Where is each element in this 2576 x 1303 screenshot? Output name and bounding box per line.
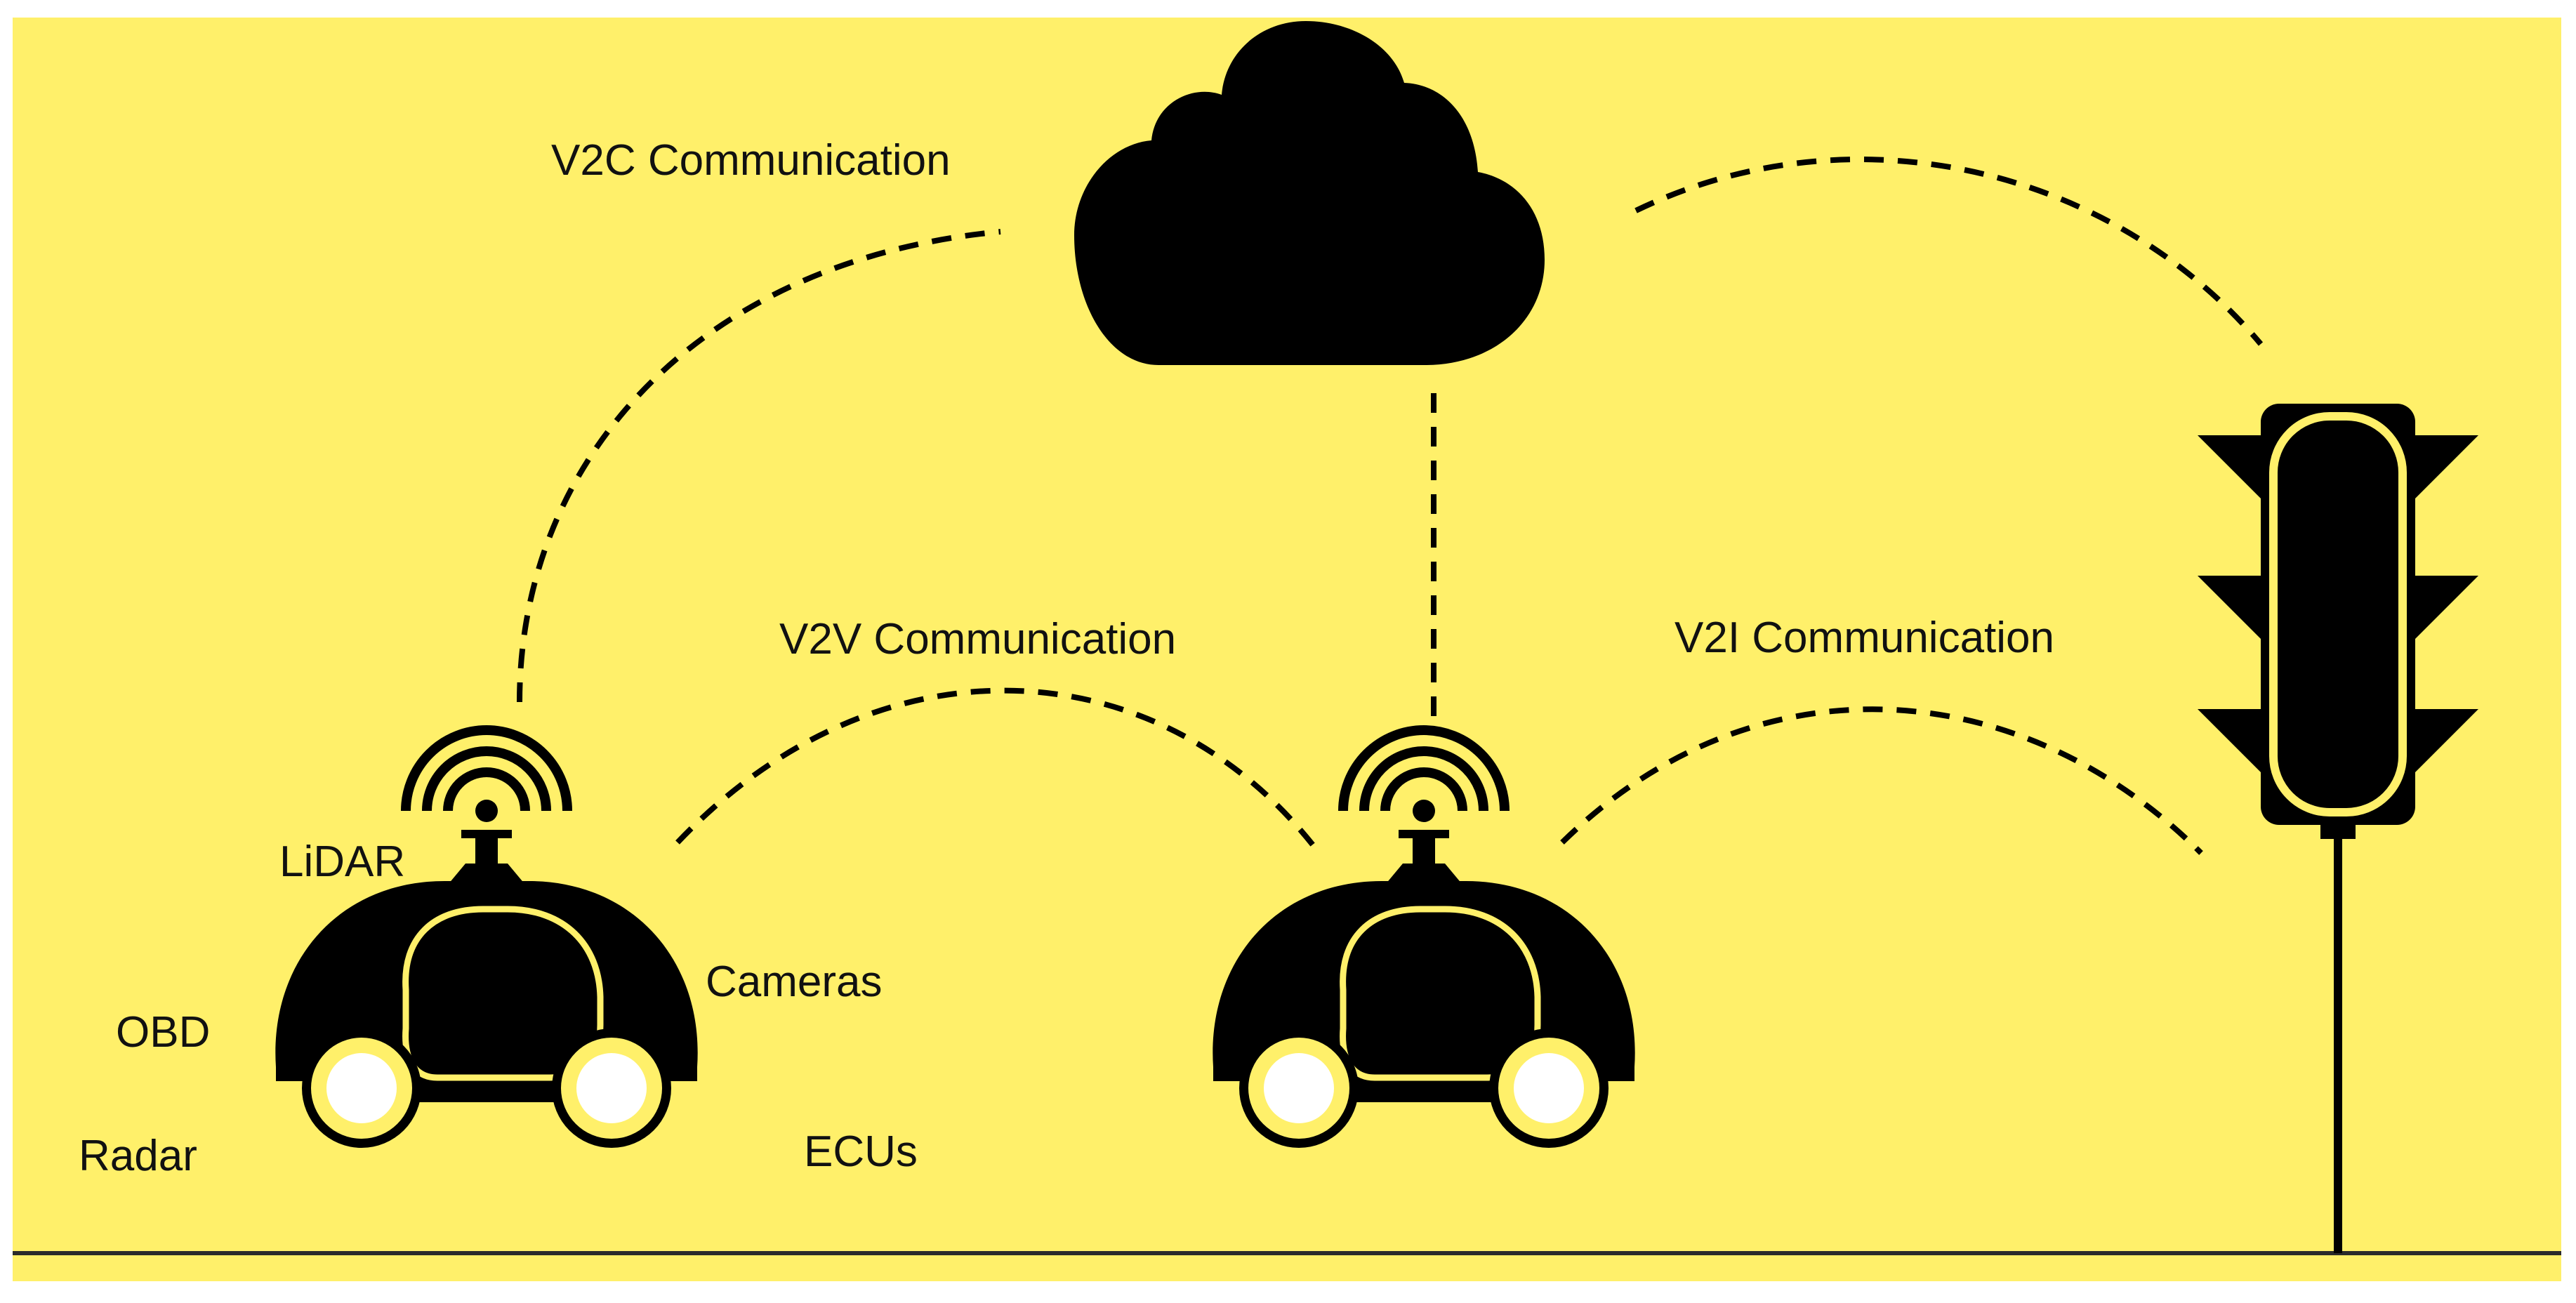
v2i-link [1560,706,2203,855]
label-cameras: Cameras [706,958,883,1006]
label-radar: Radar [79,1132,197,1180]
communication-links [517,157,2264,855]
label-v2i-communication: V2I Communication [1675,614,2055,662]
v2v-link [675,687,1319,852]
label-lidar: LiDAR [279,838,406,886]
traffic-light-icon [2198,404,2478,1253]
label-obd: OBD [116,1008,211,1057]
v2c-link-traffic-light [1634,157,2264,346]
cloud-icon [1074,21,1545,365]
label-v2c-communication: V2C Communication [551,136,951,185]
label-v2v-communication: V2V Communication [779,615,1177,663]
v2c-link-car1 [517,229,1001,703]
label-ecus: ECUs [804,1127,918,1176]
